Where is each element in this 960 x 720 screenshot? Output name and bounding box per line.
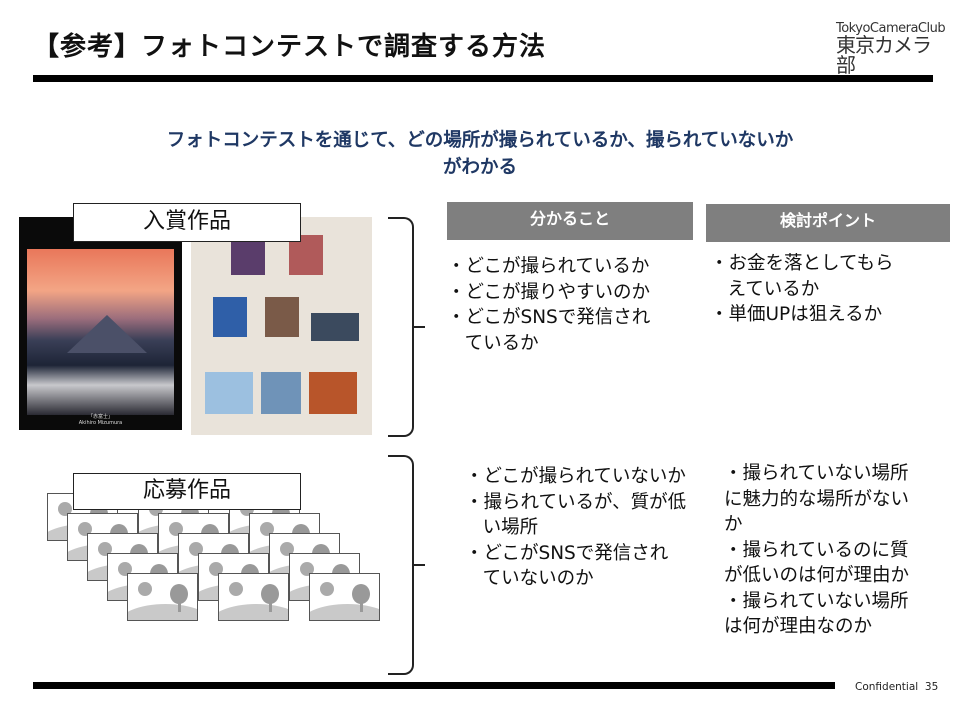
- lead-line: がわかる: [442, 157, 517, 178]
- list-item: ・撮られているが、質が低: [465, 491, 687, 513]
- logo-en: TokyoCameraClub: [836, 21, 946, 36]
- gallery-thumb: [213, 297, 247, 337]
- photo-placeholder-icon: [309, 573, 380, 621]
- entries-consider-list: ・撮られていない場所 に魅力的な場所がない か ・撮られているのに質 が低いのは…: [724, 461, 909, 640]
- list-item: ・どこがSNSで発信され: [447, 307, 651, 328]
- page-number: 35: [924, 681, 939, 693]
- list-item: が低いのは何が理由か: [724, 565, 910, 586]
- list-item: ・単価UPは狙えるか: [710, 304, 883, 325]
- photo-placeholder-icon: [218, 573, 289, 621]
- lead-text: フォトコンテストを通じて、どの場所が撮られているか、撮られていないか がわかる: [0, 127, 960, 181]
- learn-header: 分かること: [447, 202, 693, 240]
- footer-rule: [33, 682, 835, 689]
- brace-winners: [388, 217, 414, 437]
- list-item: か: [724, 514, 743, 535]
- list-item: ていないのか: [465, 568, 594, 589]
- title-rule: [33, 75, 933, 82]
- list-item: に魅力的な場所がない: [724, 488, 910, 510]
- entries-learn-list: ・どこが撮られていないか ・撮られているが、質が低 い場所 ・どこがSNSで発信…: [465, 464, 686, 592]
- confidential-label: Confidential: [855, 681, 919, 693]
- list-item: ているか: [447, 332, 539, 354]
- winners-consider-list: ・お金を落としてもら えているか ・単価UPは狙えるか: [710, 251, 894, 328]
- list-item: ・どこが撮られていないか: [465, 466, 686, 487]
- logo: TokyoCameraClub 東京カメラ部: [836, 22, 946, 75]
- photo-title: 「赤富士」: [87, 414, 113, 420]
- list-item: は何が理由なのか: [724, 616, 873, 637]
- list-item: ・お金を落としてもら: [710, 253, 894, 274]
- consider-header: 検討ポイント: [706, 204, 950, 242]
- list-item: ・撮られているのに質: [724, 539, 909, 561]
- gallery-thumb: [261, 372, 301, 414]
- winners-label: 入賞作品: [73, 203, 301, 242]
- photo-author: Akihiro Mizumura: [78, 420, 123, 426]
- brace-entries: [388, 455, 414, 675]
- brace-tip: [413, 564, 425, 566]
- list-item: ・どこが撮られているか: [447, 256, 650, 277]
- brace-tip: [413, 326, 425, 328]
- gallery-thumb: [309, 372, 357, 414]
- logo-jp: 東京カメラ部: [836, 33, 932, 77]
- gallery-thumb: [205, 372, 253, 414]
- winning-photo: 「赤富士」Akihiro Mizumura: [19, 217, 182, 430]
- list-item: い場所: [465, 517, 539, 538]
- lead-line: フォトコンテストを通じて、どの場所が撮られているか、撮られていないか: [166, 130, 794, 151]
- list-item: ・撮られていない場所: [724, 590, 909, 612]
- gallery-thumb: [265, 297, 299, 337]
- winners-gallery: [191, 217, 372, 435]
- photo-placeholder-icon: [127, 573, 198, 621]
- footer: Confidential 35: [855, 681, 938, 693]
- list-item: えているか: [710, 278, 820, 300]
- list-item: ・撮られていない場所: [724, 463, 909, 484]
- winners-learn-list: ・どこが撮られているか ・どこが撮りやすいのか ・どこがSNSで発信され ている…: [447, 254, 650, 356]
- gallery-thumb: [311, 313, 359, 341]
- list-item: ・どこがSNSで発信され: [465, 542, 669, 564]
- list-item: ・どこが撮りやすいのか: [447, 281, 650, 303]
- entries-label: 応募作品: [73, 473, 301, 510]
- slide-title: 【参考】フォトコンテストで調査する方法: [33, 32, 547, 62]
